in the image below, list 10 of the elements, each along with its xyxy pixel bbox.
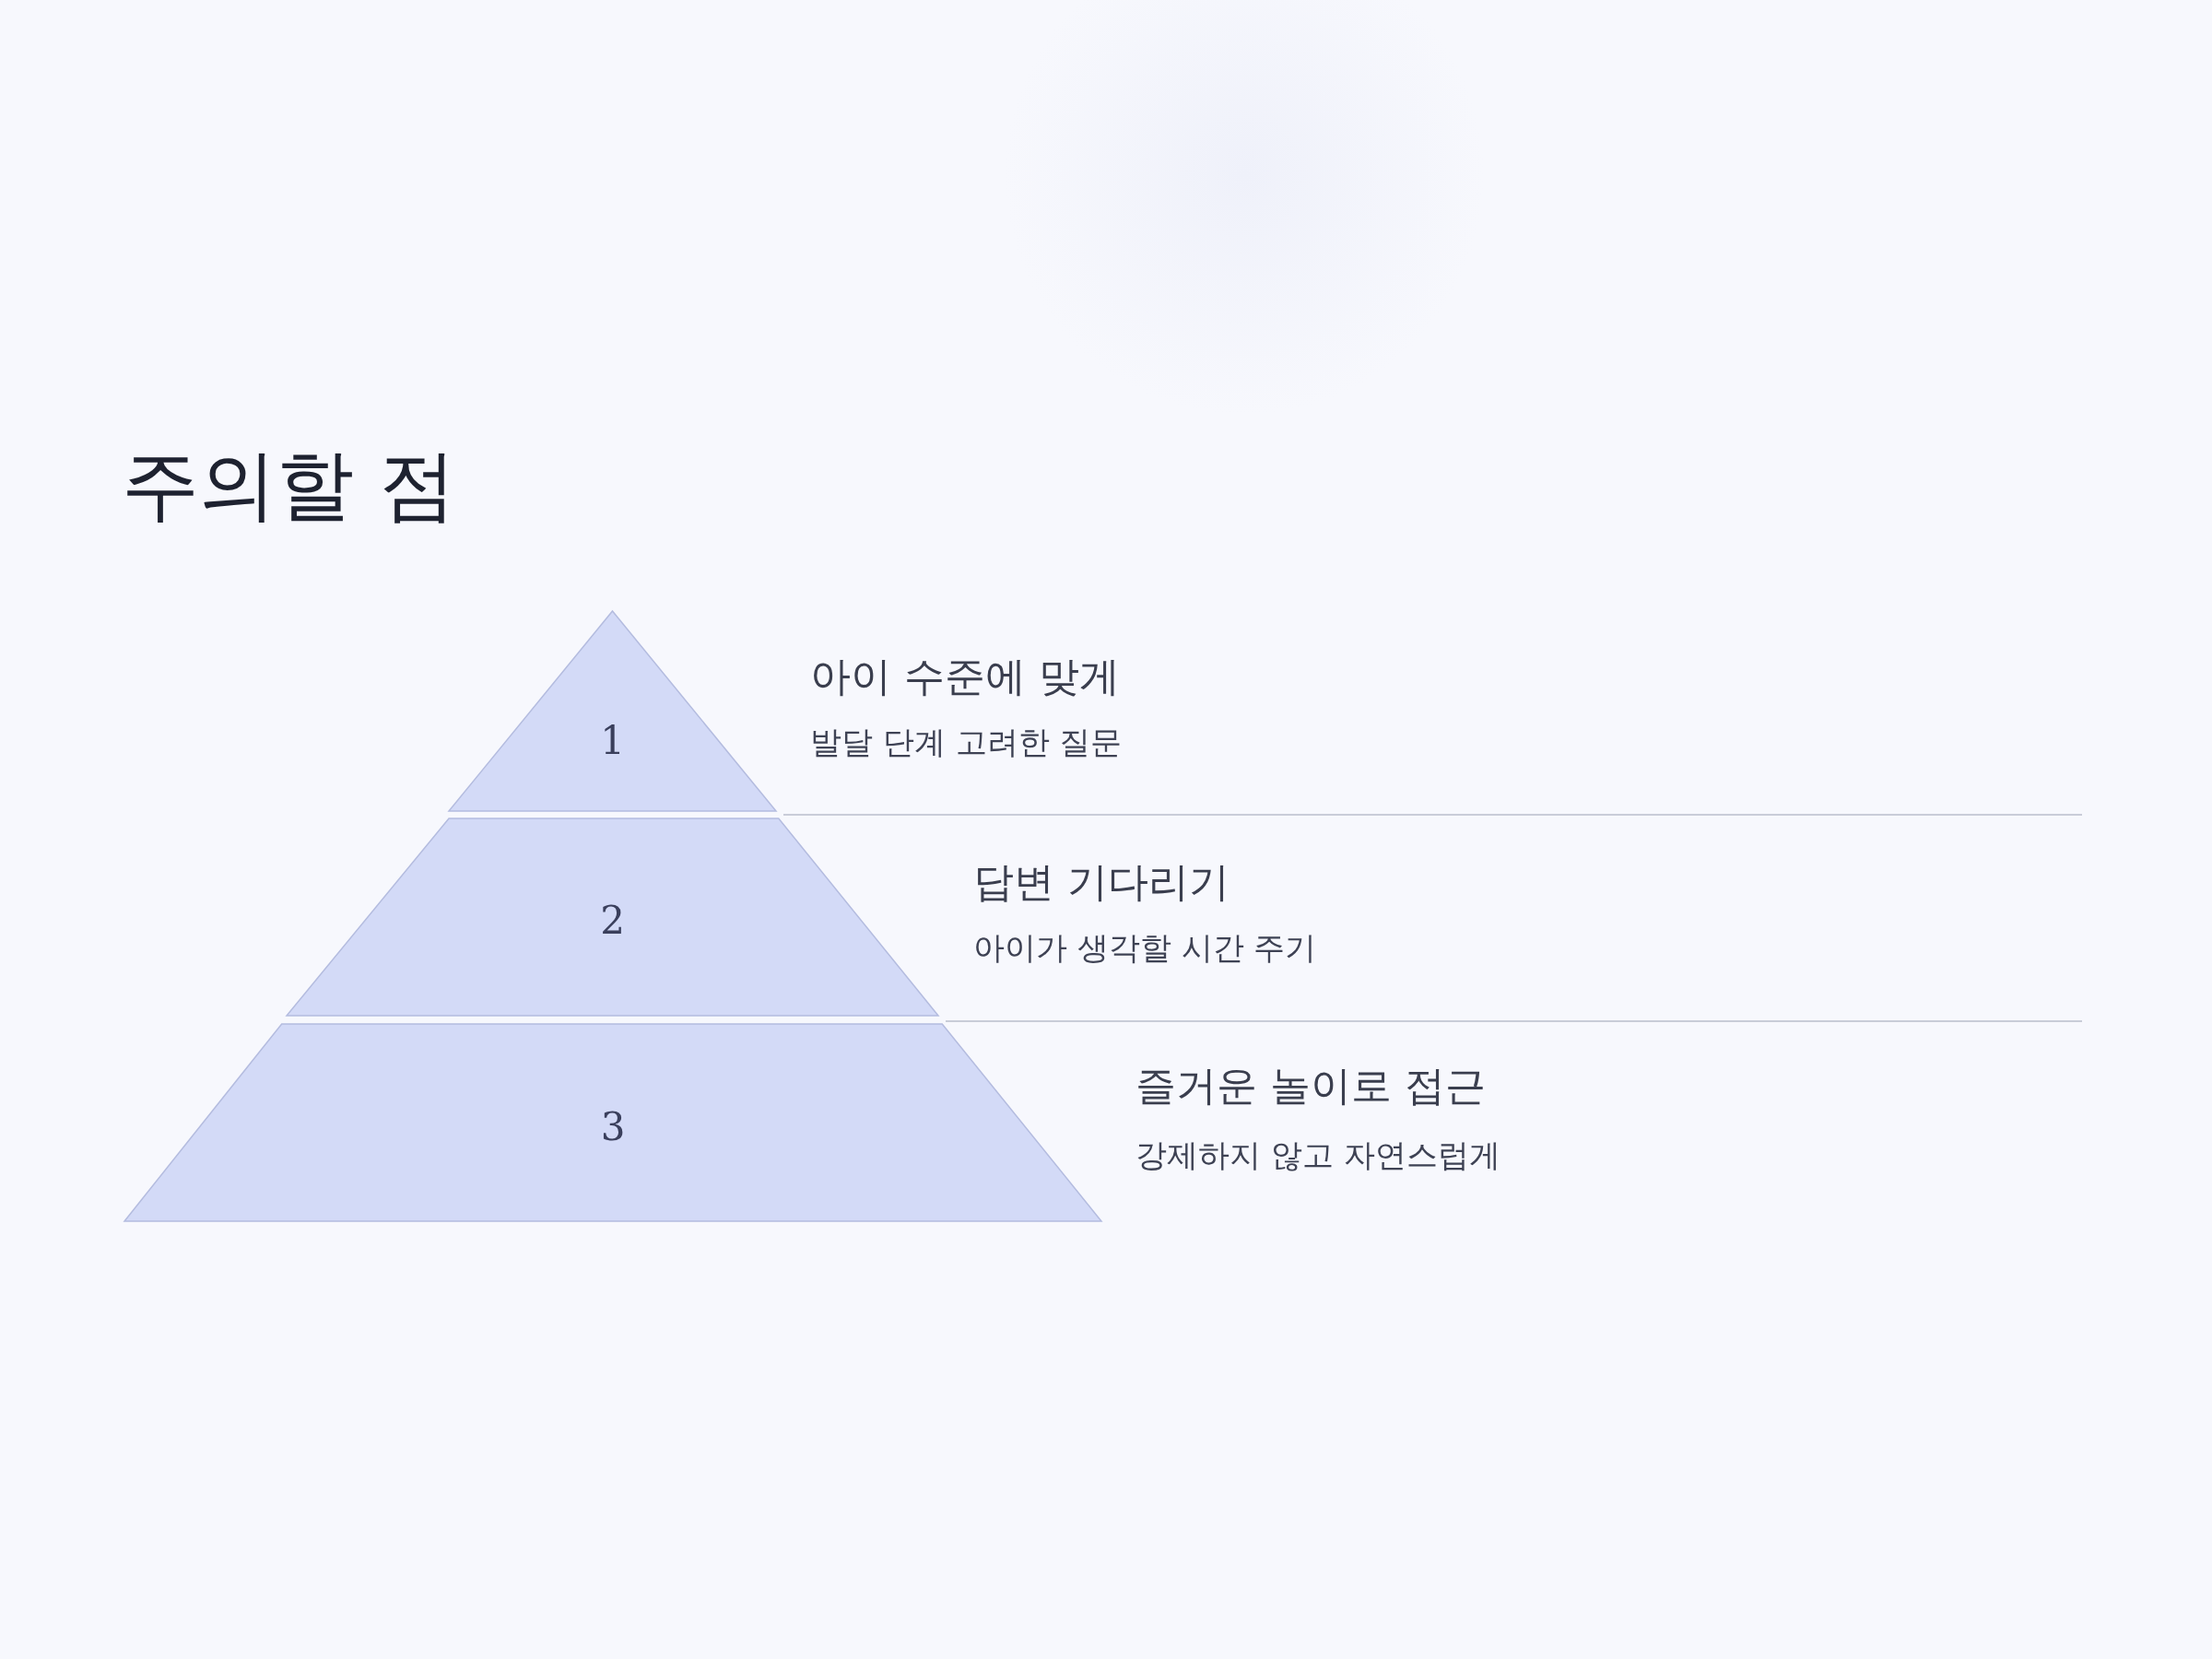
tier-heading: 아이 수준에 맞게: [810, 653, 1120, 701]
tier-description: 강제하지 않고 자연스럽게: [1135, 1136, 1500, 1174]
tier-heading: 답변 기다리기: [973, 858, 1230, 907]
tier-description: 발달 단계 고려한 질문: [810, 724, 1123, 761]
tier-number: 2: [600, 898, 625, 943]
tier-number: 1: [600, 718, 625, 763]
tier-description: 아이가 생각할 시간 주기: [973, 929, 1317, 967]
tier-heading: 즐거운 놀이로 접근: [1135, 1062, 1486, 1111]
tier-number: 3: [600, 1104, 626, 1149]
title: 주의할 점: [122, 439, 456, 532]
